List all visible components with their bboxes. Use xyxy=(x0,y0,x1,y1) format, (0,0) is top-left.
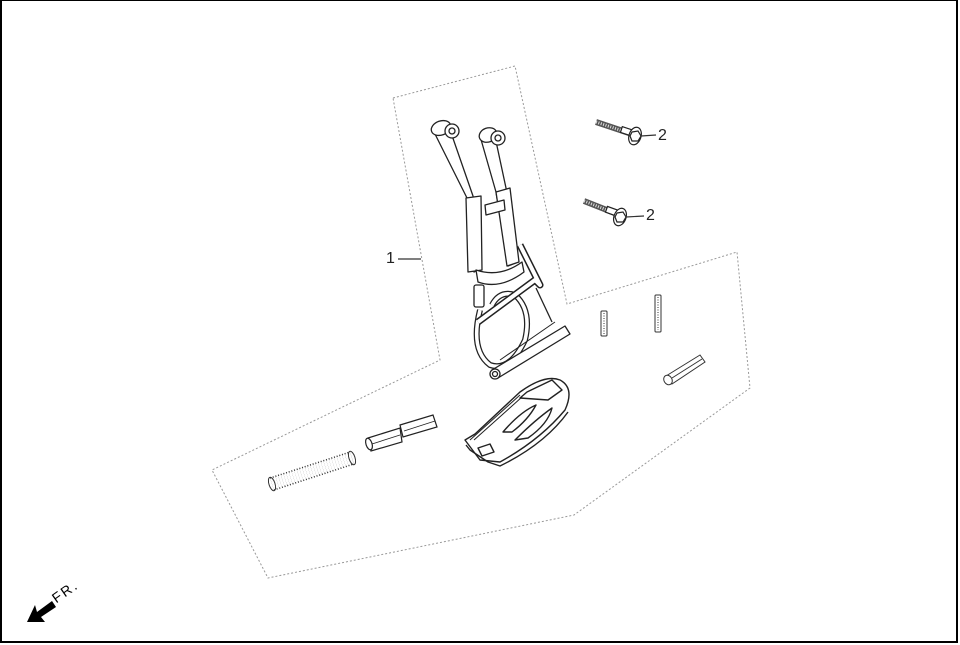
flange-bolt-1-icon xyxy=(595,119,642,146)
callout-2b-leader xyxy=(625,215,645,218)
roll-pin-short-icon xyxy=(600,310,608,337)
return-spring-icon xyxy=(267,450,357,492)
front-direction-arrow-icon xyxy=(27,601,56,622)
pivot-shaft-icon xyxy=(364,414,438,452)
split-pin-icon xyxy=(663,354,706,386)
callout-2a-leader xyxy=(640,134,657,137)
stand-foot-pad-icon xyxy=(464,377,570,467)
callout-2a-label: 2 xyxy=(658,127,667,144)
roll-pin-long-icon xyxy=(654,294,662,333)
callout-2b-label: 2 xyxy=(646,207,655,224)
flange-bolt-2-icon xyxy=(582,198,628,227)
assembly-boundary-outline xyxy=(211,65,751,579)
callout-1-label: 1 xyxy=(386,250,395,267)
center-stand-icon xyxy=(430,119,571,380)
